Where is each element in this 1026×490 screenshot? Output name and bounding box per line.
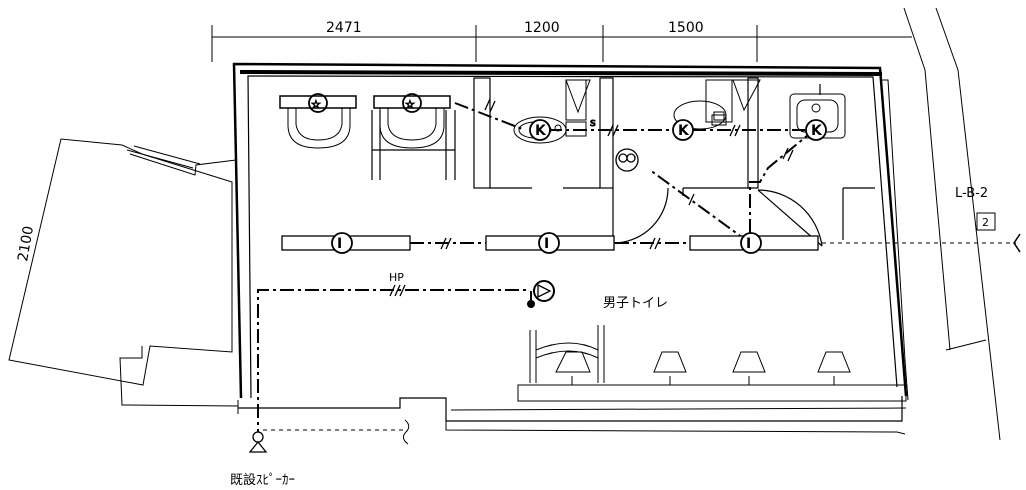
svg-text:K: K [678, 123, 690, 139]
break-mark [402, 419, 410, 445]
urinal-partition [517, 325, 907, 402]
washbasin: ☆ [279, 93, 357, 149]
ceiling-light: I [281, 232, 411, 254]
panel-ref-label: L-B-2 [955, 186, 988, 201]
exhaust-fan: K [529, 119, 551, 141]
existing-speaker-icon [248, 431, 268, 453]
hp-label: HP [389, 271, 404, 284]
urinal [817, 351, 851, 385]
urinal [653, 351, 687, 385]
left-annex-outline [8, 138, 239, 407]
ceiling-light: I [689, 232, 819, 254]
toilet: s [513, 79, 597, 144]
washbasin: ☆ [373, 93, 451, 149]
fixture-marks [554, 111, 725, 132]
dimension-2471: 2471 [326, 20, 362, 36]
svg-text:K: K [535, 123, 547, 139]
top-dimension-lines [211, 25, 912, 62]
speaker-icon [527, 280, 555, 308]
wiring-runs [257, 102, 809, 443]
outer-walls [232, 62, 909, 435]
right-building-edge [903, 7, 1001, 441]
dimension-2100: 2100 [15, 225, 37, 263]
existing-speaker-label: 既設ｽﾋﾟｰｶｰ [230, 472, 295, 488]
dimension-1200: 1200 [524, 20, 560, 36]
homerun-arrow [1013, 233, 1021, 253]
dimension-1500: 1500 [668, 20, 704, 36]
ceiling-light: I [485, 232, 615, 254]
sensor-icon [615, 148, 639, 172]
circuit-number-box [976, 212, 996, 231]
urinal [555, 351, 591, 385]
svg-text:I: I [337, 236, 342, 252]
corner-sink [565, 79, 591, 114]
urinal [732, 351, 766, 385]
circuit-number: 2 [982, 216, 989, 229]
svg-text:s: s [590, 116, 596, 129]
exhaust-fan: K [672, 119, 694, 141]
svg-text:I: I [746, 236, 751, 252]
room-name: 男子トイレ [603, 296, 668, 311]
svg-text:☆: ☆ [405, 98, 415, 111]
svg-text:☆: ☆ [311, 98, 321, 111]
wire-count-ticks [389, 98, 794, 297]
svg-text:I: I [544, 236, 549, 252]
exhaust-fan: K [805, 119, 827, 141]
dashed-leads [263, 242, 1016, 431]
svg-text:K: K [811, 123, 823, 139]
